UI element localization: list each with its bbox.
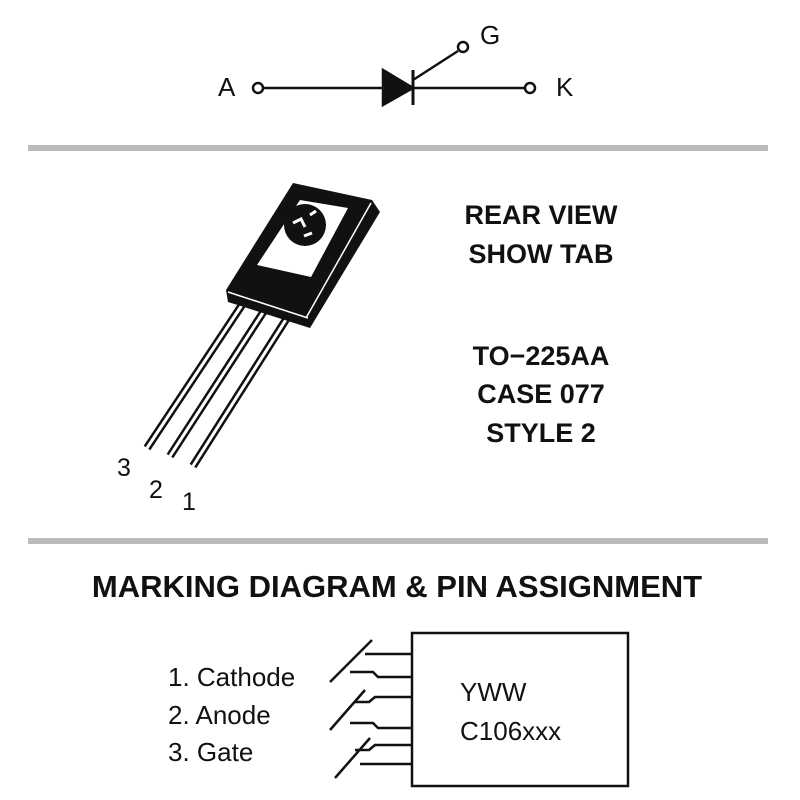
show-tab-label: SHOW TAB <box>468 239 614 269</box>
cathode-terminal <box>523 81 537 95</box>
pin-number-3: 3 <box>117 454 131 482</box>
marking-date-code: YWW <box>460 677 527 707</box>
to225-package <box>143 183 380 469</box>
anode-terminal <box>251 81 265 95</box>
case-name: TO−225AA <box>472 341 610 371</box>
pin-assignment-3: 3. Gate <box>168 737 254 767</box>
cathode-label: K <box>556 72 574 102</box>
rear-view-label: REAR VIEW <box>464 200 618 230</box>
pin-assignment-1: 1. Cathode <box>168 662 296 692</box>
package-leads <box>143 302 291 469</box>
pin-number-1: 1 <box>182 488 196 516</box>
case-number: CASE 077 <box>477 379 605 409</box>
marking-leads <box>329 639 412 779</box>
gate-terminal <box>456 40 470 54</box>
marking-part-code: C106xxx <box>460 716 562 746</box>
anode-label: A <box>218 72 236 102</box>
style-label: STYLE 2 <box>486 418 596 448</box>
thyristor-symbol <box>251 40 537 108</box>
pin-assignment-2: 2. Anode <box>168 700 271 730</box>
marking-box <box>410 631 630 788</box>
diode-triangle <box>381 67 416 108</box>
marking-title: MARKING DIAGRAM & PIN ASSIGNMENT <box>91 569 703 604</box>
gate-label: G <box>480 20 501 50</box>
pin-number-2: 2 <box>149 476 163 504</box>
